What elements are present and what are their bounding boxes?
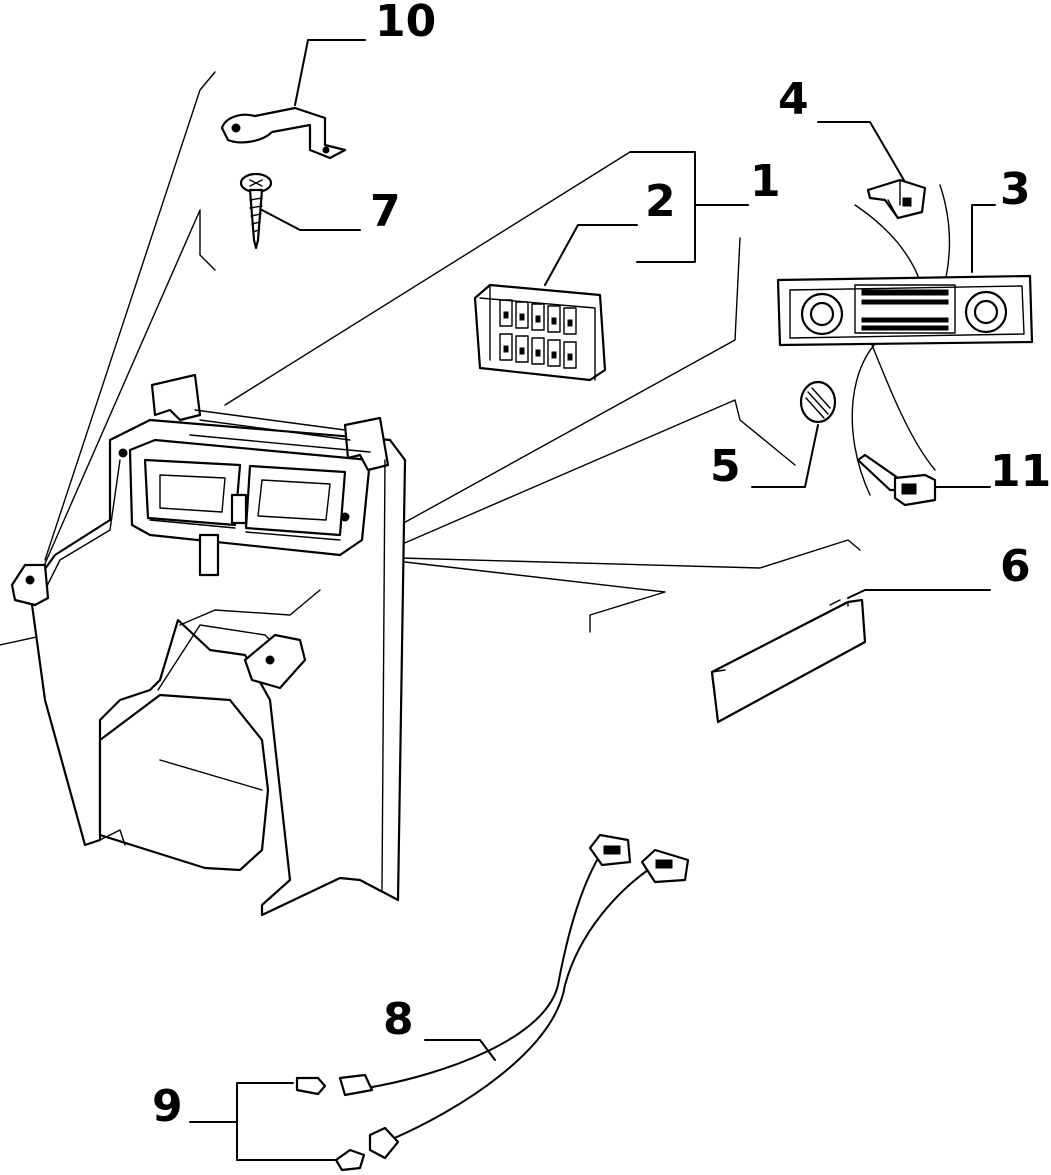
switch-part-4 <box>866 178 927 220</box>
assembly-line-e <box>399 399 796 546</box>
leader-10 <box>294 39 366 106</box>
leader-7 <box>261 209 361 231</box>
curve-c <box>851 334 886 496</box>
callout-8: 8 <box>383 994 414 1045</box>
leader-4 <box>817 121 906 183</box>
assembly-line-f <box>399 539 861 569</box>
callout-10: 10 <box>375 0 437 47</box>
callout-7: 7 <box>370 186 401 237</box>
callout-3: 3 <box>1000 164 1031 215</box>
leader-3 <box>971 204 996 273</box>
harness-wire-a <box>371 854 601 1088</box>
leader-6 <box>847 589 991 599</box>
key-part-11 <box>856 453 937 507</box>
assembly-line-b <box>39 209 216 576</box>
assembly-line-d <box>399 237 741 526</box>
callout-9: 9 <box>152 1081 183 1132</box>
relay-box-part-2 <box>473 283 607 382</box>
bulb-part-9-b <box>334 1148 366 1172</box>
leader-1-bracket <box>629 151 696 263</box>
wiring-harness-part-8 <box>295 833 690 1172</box>
center-console-part-1 <box>10 373 407 917</box>
knob-part-5 <box>799 380 837 424</box>
leader-5 <box>751 424 819 488</box>
callout-4: 4 <box>778 74 809 125</box>
callout-1: 1 <box>750 156 781 207</box>
curve-d <box>869 339 936 471</box>
bulb-part-9-a <box>295 1076 327 1096</box>
assembly-line-a <box>44 71 216 561</box>
callout-5: 5 <box>710 441 741 492</box>
callout-2: 2 <box>645 176 676 227</box>
callout-6: 6 <box>1000 541 1031 592</box>
assembly-line-c <box>224 151 631 406</box>
bracket-part-10 <box>220 106 347 160</box>
assembly-line-g <box>404 561 666 633</box>
leader-2 <box>544 224 638 286</box>
leader-8 <box>424 1039 496 1061</box>
leader-9-bracket <box>236 1082 336 1161</box>
screw-part-7 <box>239 172 273 250</box>
callout-11: 11 <box>990 446 1051 497</box>
cover-plate-part-6 <box>710 598 867 724</box>
harness-wire-b <box>389 869 649 1141</box>
control-panel-part-3 <box>776 274 1034 347</box>
